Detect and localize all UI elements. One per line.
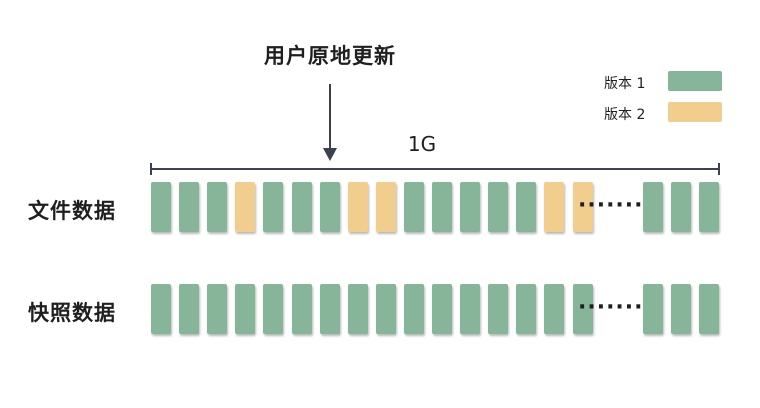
row-label-snapshot-data: 快照数据: [28, 301, 116, 325]
data-block-version-1: [235, 284, 256, 334]
data-block-version-1: [347, 284, 368, 334]
row-label-file-data: 文件数据: [28, 199, 116, 223]
data-block-version-2: [572, 182, 593, 232]
data-block-version-1: [263, 182, 284, 232]
data-block-version-1: [207, 284, 228, 334]
file-data-ellipsis: ·······: [578, 193, 644, 218]
span-bracket-right-cap: [718, 163, 720, 175]
size-label: 1G: [407, 132, 437, 156]
data-block-version-1: [699, 284, 719, 334]
data-block-version-1: [516, 284, 537, 334]
data-block-version-1: [671, 284, 691, 334]
data-block-version-1: [432, 182, 452, 232]
data-block-version-1: [544, 284, 565, 334]
data-block-version-1: [699, 182, 719, 232]
snapshot-data-ellipsis: ·······: [578, 295, 644, 320]
legend-label: 版本 1: [604, 76, 646, 92]
data-block-version-1: [151, 284, 171, 334]
data-block-version-1: [375, 284, 396, 334]
span-bracket-line: [150, 168, 720, 170]
data-block-version-1: [403, 182, 424, 232]
data-block-version-1: [488, 284, 509, 334]
data-block-version-1: [263, 284, 284, 334]
data-block-version-1: [643, 284, 663, 334]
data-block-version-1: [403, 284, 424, 334]
span-bracket-left-cap: [150, 163, 152, 175]
data-block-version-2: [375, 182, 396, 232]
update-arrow-shaft: [329, 84, 331, 150]
data-block-version-1: [151, 182, 171, 232]
data-block-version-1: [671, 182, 691, 232]
legend-swatch: [668, 102, 722, 122]
data-block-version-1: [460, 182, 481, 232]
data-block-version-1: [432, 284, 452, 334]
data-block-version-1: [488, 182, 509, 232]
data-block-version-1: [572, 284, 593, 334]
legend-swatch: [668, 71, 722, 91]
data-block-version-1: [291, 284, 312, 334]
data-block-version-2: [235, 182, 256, 232]
data-block-version-1: [319, 284, 340, 334]
data-block-version-1: [460, 284, 481, 334]
data-block-version-1: [516, 182, 537, 232]
data-block-version-1: [179, 182, 200, 232]
legend-label: 版本 2: [604, 107, 646, 123]
data-block-version-2: [347, 182, 368, 232]
data-block-version-2: [544, 182, 565, 232]
data-block-version-1: [179, 284, 200, 334]
data-block-version-1: [643, 182, 663, 232]
diagram-title: 用户原地更新: [264, 44, 396, 68]
data-block-version-1: [319, 182, 340, 232]
data-block-version-1: [207, 182, 228, 232]
data-block-version-1: [291, 182, 312, 232]
update-arrow-head: [323, 148, 337, 161]
